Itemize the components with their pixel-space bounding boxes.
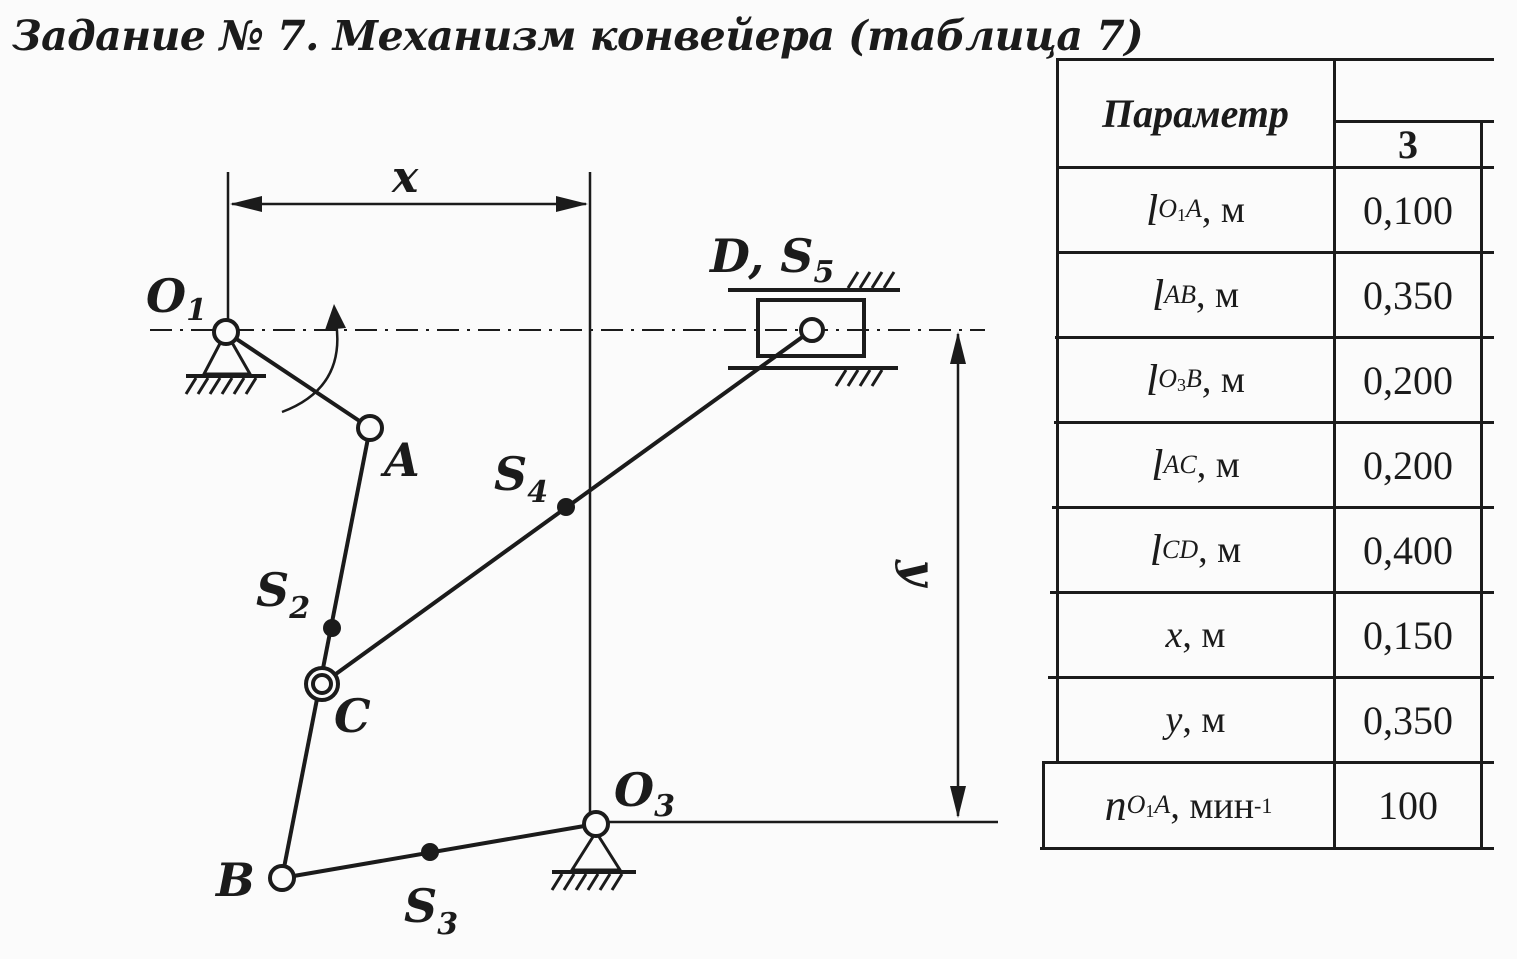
table-right-divider xyxy=(1480,120,1483,850)
label-c: C xyxy=(334,689,371,743)
row-value: 100 xyxy=(1378,783,1438,828)
label-s4: S4 xyxy=(494,447,548,510)
table-col-divider xyxy=(1333,58,1336,850)
table-left-border xyxy=(1056,58,1059,764)
table-row-line xyxy=(1050,591,1494,594)
center-s3 xyxy=(421,843,439,861)
table-top-border xyxy=(1058,58,1494,61)
row-value: 0,350 xyxy=(1363,272,1453,318)
table-bottom-border xyxy=(1040,847,1494,850)
joint-a xyxy=(356,414,384,442)
row-name-y: y, м xyxy=(1165,699,1226,741)
row-value: 0,200 xyxy=(1363,357,1453,403)
y-dim-label: y xyxy=(894,559,945,589)
row-value: 0,350 xyxy=(1363,697,1453,743)
label-a: A xyxy=(380,433,420,487)
y-arrow-top xyxy=(950,332,966,364)
y-arrow-bottom xyxy=(950,786,966,818)
label-b: B xyxy=(214,853,255,907)
label-o1: O1 xyxy=(146,269,207,328)
slider-guide-bottom-hatch xyxy=(834,369,884,387)
header-parameter: Параметр xyxy=(1102,90,1289,136)
slider-guide-top-hatch xyxy=(846,271,896,289)
rotation-arc xyxy=(281,321,339,414)
center-s4 xyxy=(557,498,575,516)
table-row-line xyxy=(1056,166,1494,169)
row-value: 0,200 xyxy=(1363,442,1453,488)
row-name-x: x, м xyxy=(1165,614,1226,656)
o3-ground-hatch xyxy=(550,873,624,891)
label-o3: O3 xyxy=(614,763,675,824)
table-row-line xyxy=(1044,761,1494,764)
link-b-o3 xyxy=(281,822,597,880)
row-value: 0,100 xyxy=(1363,187,1453,233)
link-a-b xyxy=(280,427,372,879)
center-s2 xyxy=(323,619,341,637)
x-arrow-right xyxy=(556,196,588,212)
header-variant: 3 xyxy=(1398,121,1418,167)
joint-b xyxy=(268,864,296,892)
row-value: 0,150 xyxy=(1363,612,1453,658)
label-s2: S2 xyxy=(256,563,310,626)
joint-c xyxy=(311,673,333,695)
joint-o3 xyxy=(582,810,610,838)
joint-o1 xyxy=(212,318,240,346)
table-row-line xyxy=(1052,506,1494,509)
table-row-line xyxy=(1048,676,1494,679)
x-dim-label: x xyxy=(391,152,419,203)
table-variant-line xyxy=(1334,120,1494,123)
table-row-line xyxy=(1054,421,1494,424)
label-s3: S3 xyxy=(404,879,458,942)
x-arrow-left xyxy=(230,196,262,212)
slider-block xyxy=(756,298,866,358)
row-value: 0,400 xyxy=(1363,527,1453,573)
table-row-line xyxy=(1056,251,1494,254)
table-row-line xyxy=(1055,336,1494,339)
joint-d xyxy=(799,317,825,343)
table-left-border-bottom xyxy=(1042,761,1045,849)
rotation-arrow-icon xyxy=(325,304,346,330)
page-title: Задание № 7. Механизм конвейера (таблица… xyxy=(12,12,1144,60)
o1-ground-hatch xyxy=(184,377,258,395)
link-o1-a xyxy=(224,330,372,430)
label-d-s5: D, S5 xyxy=(708,229,834,290)
mechanism-diagram: x y xyxy=(146,152,998,942)
